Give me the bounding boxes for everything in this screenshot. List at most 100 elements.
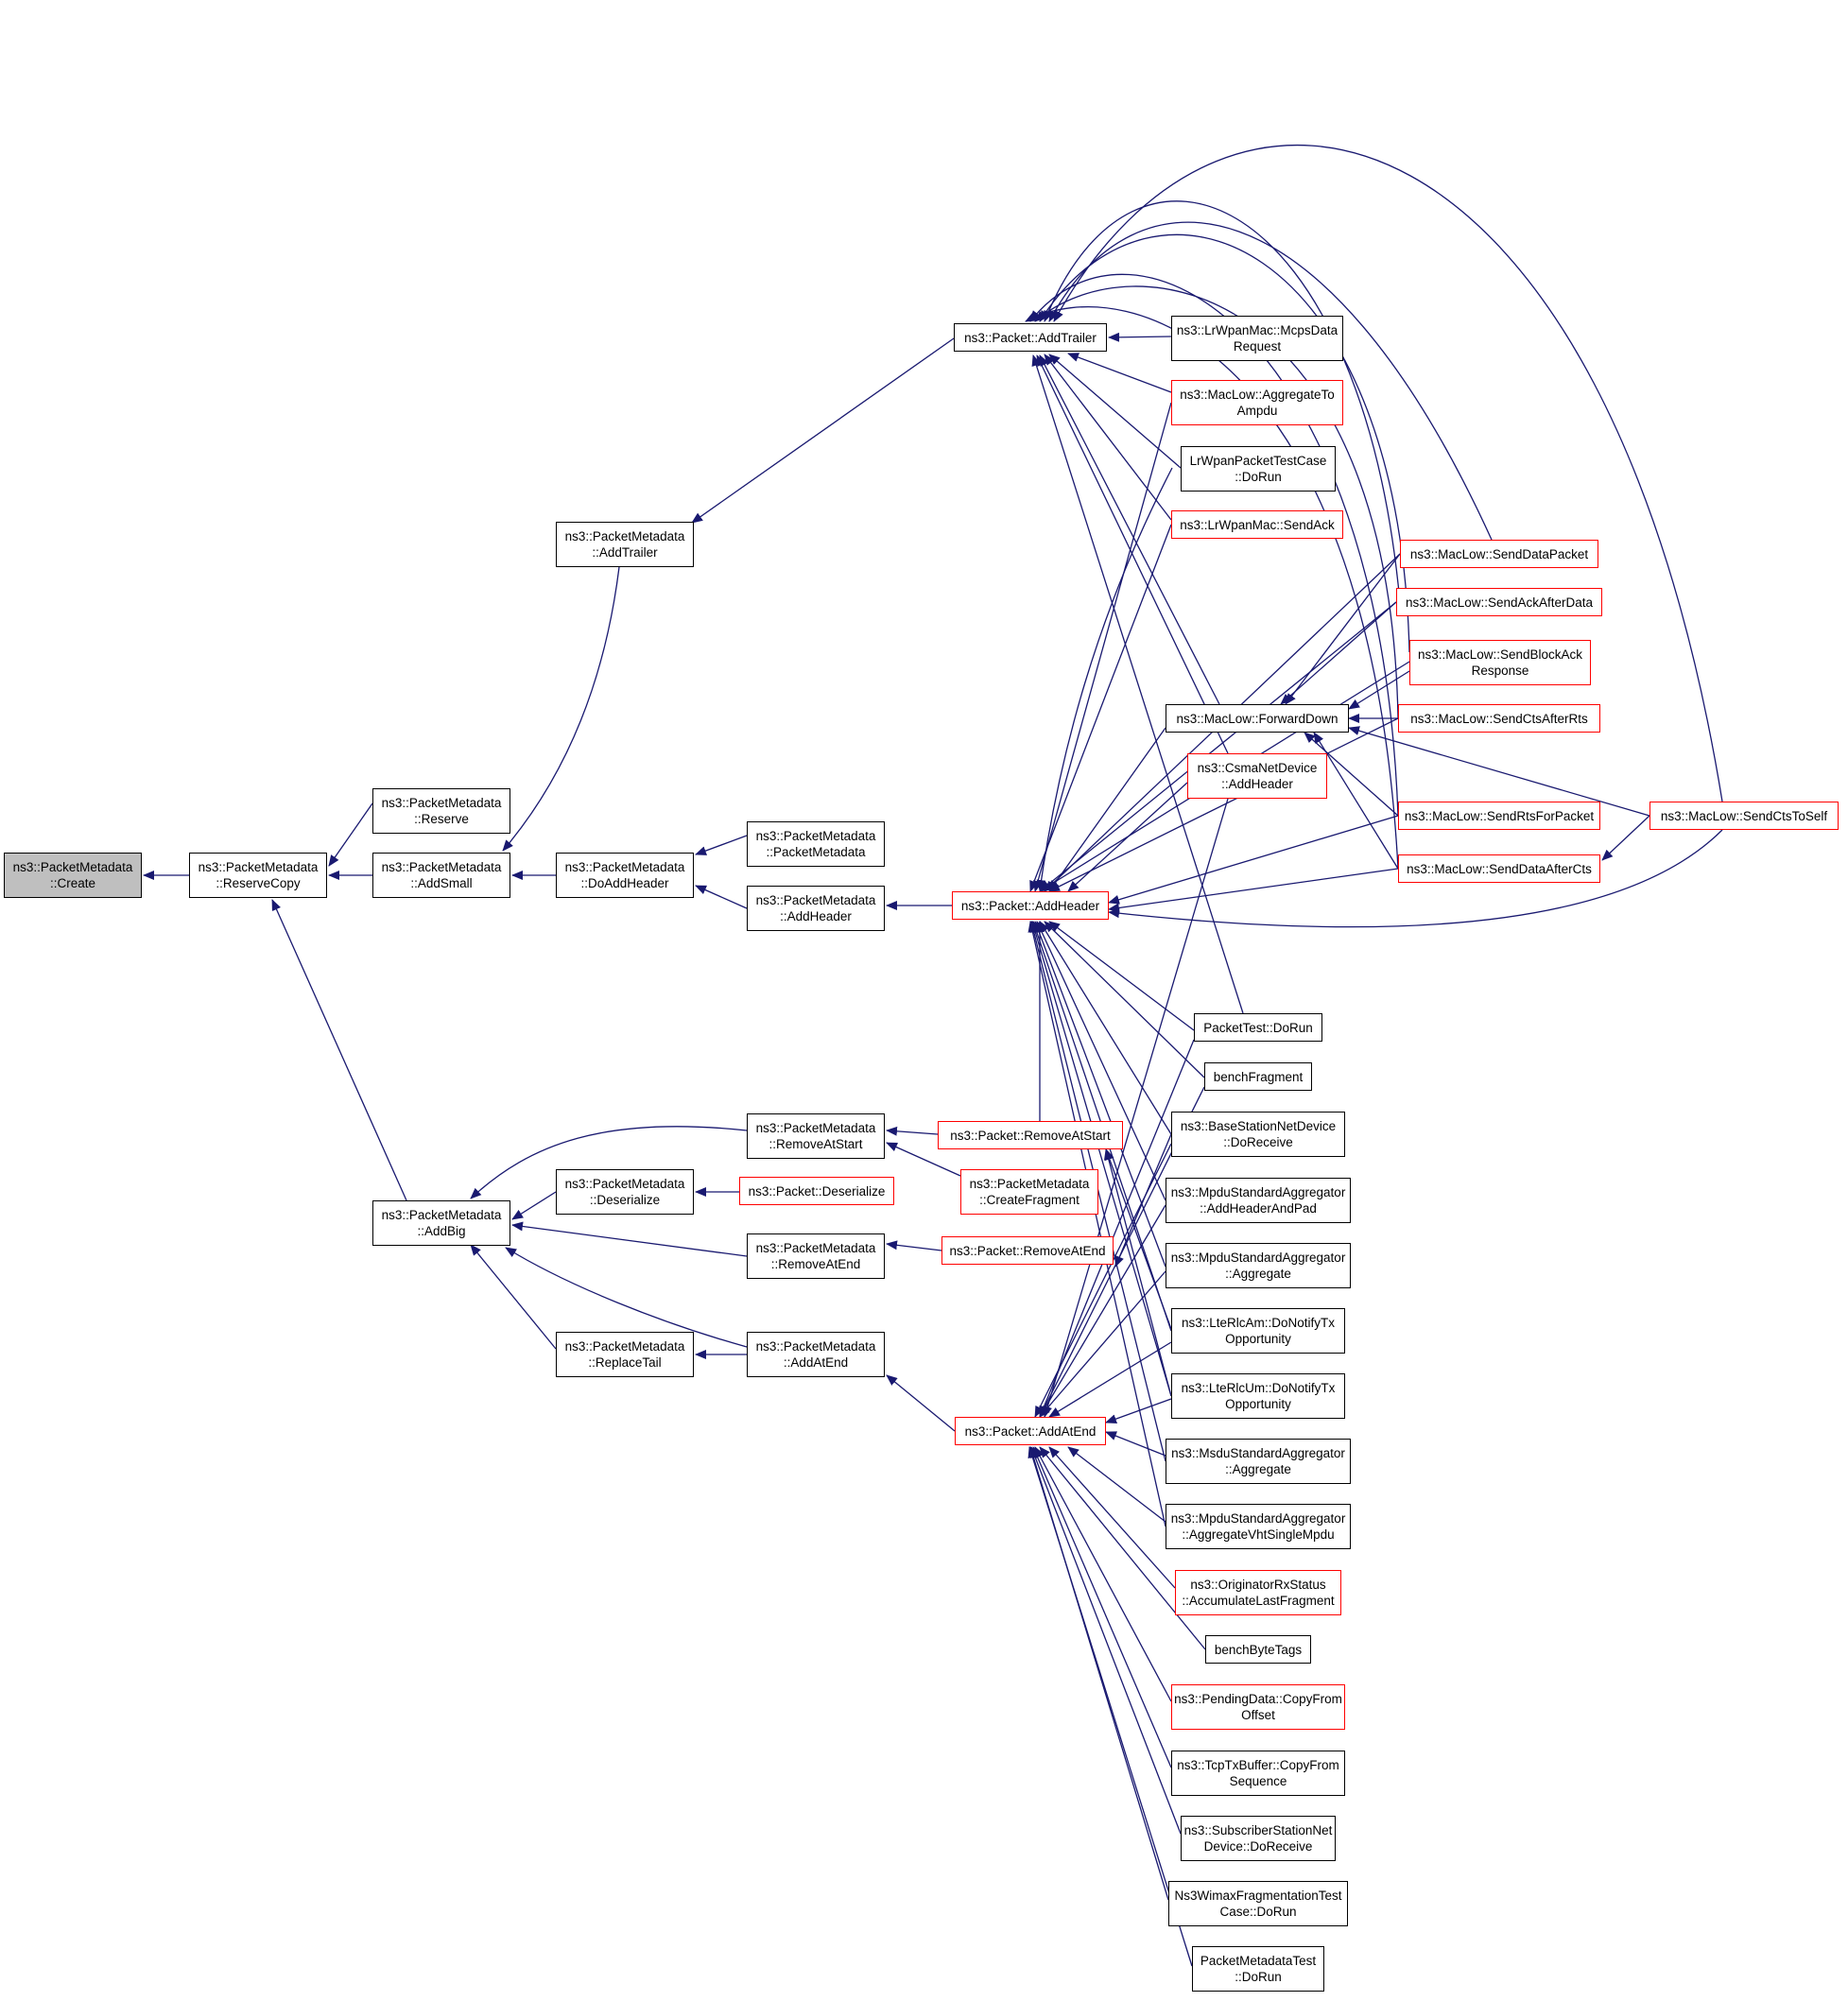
call-edge: [886, 1240, 942, 1251]
node-originatorrxstatus-accumulatelastfragment[interactable]: ns3::OriginatorRxStatus::AccumulateLastF…: [1175, 1570, 1341, 1615]
node-label-line1: ns3::PacketMetadata: [198, 860, 319, 874]
node-label-line1: ns3::CsmaNetDevice: [1197, 761, 1318, 775]
node-lrwpanmac-sendack[interactable]: ns3::LrWpanMac::SendAck: [1171, 510, 1343, 539]
node-label-line2: Case::DoRun: [1219, 1905, 1297, 1919]
node-lrwpanpackettestcase-dorun[interactable]: LrWpanPacketTestCase::DoRun: [1181, 446, 1336, 492]
call-edge: [1067, 1446, 1166, 1523]
node-label-line2: ::Reserve: [414, 812, 469, 826]
node-label-line1: ns3::Packet::AddTrailer: [964, 330, 1097, 345]
node-packetmetadata-addtrailer[interactable]: ns3::PacketMetadata::AddTrailer: [556, 522, 694, 567]
call-edge: [1039, 354, 1220, 705]
call-edge: [695, 885, 748, 909]
call-edge: [1108, 829, 1723, 928]
node-label-line1: ns3::MacLow::SendDataPacket: [1409, 546, 1589, 561]
node-packetmetadata-create[interactable]: ns3::PacketMetadata::Create: [4, 853, 142, 898]
node-label-line2: Request: [1233, 339, 1282, 354]
node-label-line2: ::CreateFragment: [979, 1193, 1079, 1207]
node-packetmetadata-addbig[interactable]: ns3::PacketMetadata::AddBig: [372, 1200, 510, 1246]
node-label-line2: Offset: [1241, 1708, 1275, 1722]
node-packetmetadata-removeatend[interactable]: ns3::PacketMetadata::RemoveAtEnd: [747, 1233, 885, 1279]
node-label-line1: ns3::MacLow::AggregateTo: [1180, 388, 1335, 402]
node-packetmetadata-packetmetadata[interactable]: ns3::PacketMetadata::PacketMetadata: [747, 821, 885, 867]
call-edge: [1030, 921, 1172, 1397]
call-edge: [1028, 921, 1166, 1462]
node-basestationnetdevice-doreceive[interactable]: ns3::BaseStationNetDevice::DoReceive: [1171, 1112, 1345, 1157]
node-maclow-senddatapacket[interactable]: ns3::MacLow::SendDataPacket: [1400, 540, 1598, 568]
call-edge: [691, 337, 955, 524]
node-mpdustandardaggregator-aggregate[interactable]: ns3::MpduStandardAggregator::Aggregate: [1166, 1243, 1351, 1288]
node-maclow-sendackafterdata[interactable]: ns3::MacLow::SendAckAfterData: [1396, 588, 1602, 616]
node-packetmetadata-addheader[interactable]: ns3::PacketMetadata::AddHeader: [747, 886, 885, 931]
call-edge: [1039, 921, 1172, 1135]
call-edge: [1048, 921, 1195, 1031]
node-msdustandardaggregator-aggregate[interactable]: ns3::MsduStandardAggregator::Aggregate: [1166, 1439, 1351, 1484]
node-packet-addheader[interactable]: ns3::Packet::AddHeader: [952, 891, 1109, 920]
call-edge: [271, 899, 407, 1201]
node-packet-removeatend[interactable]: ns3::Packet::RemoveAtEnd: [941, 1236, 1114, 1265]
node-label-line2: ::AddHeader: [1221, 777, 1293, 791]
node-label-line1: ns3::Packet::AddAtEnd: [964, 1423, 1097, 1439]
node-maclow-sendrtsforpacket[interactable]: ns3::MacLow::SendRtsForPacket: [1398, 802, 1600, 830]
node-label-line1: ns3::PacketMetadata: [755, 829, 876, 843]
node-packetmetadata-removeatstart[interactable]: ns3::PacketMetadata::RemoveAtStart: [747, 1113, 885, 1159]
node-label-line1: ns3::PacketMetadata: [381, 1208, 502, 1222]
call-edge: [1313, 732, 1399, 870]
node-packetmetadata-doaddheader[interactable]: ns3::PacketMetadata::DoAddHeader: [556, 853, 694, 898]
node-packetmetadata-createfragment[interactable]: ns3::PacketMetadata::CreateFragment: [960, 1169, 1098, 1215]
node-label-line2: ::AddHeaderAndPad: [1200, 1201, 1317, 1216]
call-edge: [1039, 1270, 1166, 1418]
node-packetmetadatatest-dorun[interactable]: PacketMetadataTest::DoRun: [1192, 1946, 1324, 1992]
call-edge: [1105, 1148, 1172, 1330]
node-packet-addatend[interactable]: ns3::Packet::AddAtEnd: [955, 1417, 1106, 1445]
node-maclow-sendctstoself[interactable]: ns3::MacLow::SendCtsToSelf: [1649, 802, 1839, 830]
node-packetmetadata-deserialize[interactable]: ns3::PacketMetadata::Deserialize: [556, 1169, 694, 1215]
node-label-line2: ::Aggregate: [1225, 1462, 1291, 1476]
call-edge: [1053, 144, 1723, 802]
call-edge: [1304, 732, 1399, 817]
call-edge: [1048, 717, 1399, 892]
node-label-line1: Ns3WimaxFragmentationTest: [1174, 1889, 1342, 1903]
node-maclow-sendctsafterrts[interactable]: ns3::MacLow::SendCtsAfterRts: [1398, 704, 1600, 733]
node-mpdustandardaggregator-addheaderandpad[interactable]: ns3::MpduStandardAggregator::AddHeaderAn…: [1166, 1178, 1351, 1223]
node-packet-removeatstart[interactable]: ns3::Packet::RemoveAtStart: [938, 1121, 1123, 1149]
call-edge: [1048, 1341, 1172, 1418]
node-mpdustandardaggregator-aggregatevhtsinglempdu[interactable]: ns3::MpduStandardAggregator::AggregateVh…: [1166, 1504, 1351, 1549]
node-packetmetadata-reserve[interactable]: ns3::PacketMetadata::Reserve: [372, 788, 510, 834]
call-edge: [1348, 670, 1410, 710]
node-label-line1: ns3::MpduStandardAggregator: [1170, 1251, 1346, 1265]
node-benchbytetags[interactable]: benchByteTags: [1205, 1635, 1311, 1664]
node-packetmetadata-reservecopy[interactable]: ns3::PacketMetadata::ReserveCopy: [189, 853, 327, 898]
node-label-line1: PacketTest::DoRun: [1203, 1020, 1313, 1035]
call-edge: [1067, 353, 1172, 393]
node-packetmetadata-addsmall[interactable]: ns3::PacketMetadata::AddSmall: [372, 853, 510, 898]
call-edge: [1030, 1446, 1182, 1835]
node-packetmetadata-addatend[interactable]: ns3::PacketMetadata::AddAtEnd: [747, 1332, 885, 1377]
call-edge: [886, 1126, 939, 1136]
node-csmanetdevice-addheader[interactable]: ns3::CsmaNetDevice::AddHeader: [1187, 753, 1327, 799]
node-benchfragment[interactable]: benchFragment: [1204, 1062, 1312, 1091]
call-edge: [695, 835, 748, 855]
node-label-line1: ns3::Packet::Deserialize: [748, 1183, 886, 1199]
call-edge: [1108, 868, 1399, 913]
node-maclow-senddataaftercts[interactable]: ns3::MacLow::SendDataAfterCts: [1398, 854, 1600, 883]
call-edge: [1044, 200, 1401, 603]
node-packetmetadata-replacetail[interactable]: ns3::PacketMetadata::ReplaceTail: [556, 1332, 694, 1377]
node-packettest-dorun[interactable]: PacketTest::DoRun: [1194, 1013, 1322, 1042]
node-label-line2: ::DoReceive: [1223, 1135, 1293, 1149]
call-edge: [1108, 332, 1172, 342]
node-maclow-forwarddown[interactable]: ns3::MacLow::ForwardDown: [1166, 704, 1349, 733]
node-label-line1: ns3::Packet::RemoveAtStart: [950, 1128, 1111, 1143]
node-label-line1: ns3::MsduStandardAggregator: [1171, 1446, 1345, 1460]
node-packet-deserialize[interactable]: ns3::Packet::Deserialize: [739, 1177, 894, 1205]
node-label-line2: ::ReplaceTail: [588, 1355, 662, 1370]
node-packet-addtrailer[interactable]: ns3::Packet::AddTrailer: [954, 323, 1107, 352]
